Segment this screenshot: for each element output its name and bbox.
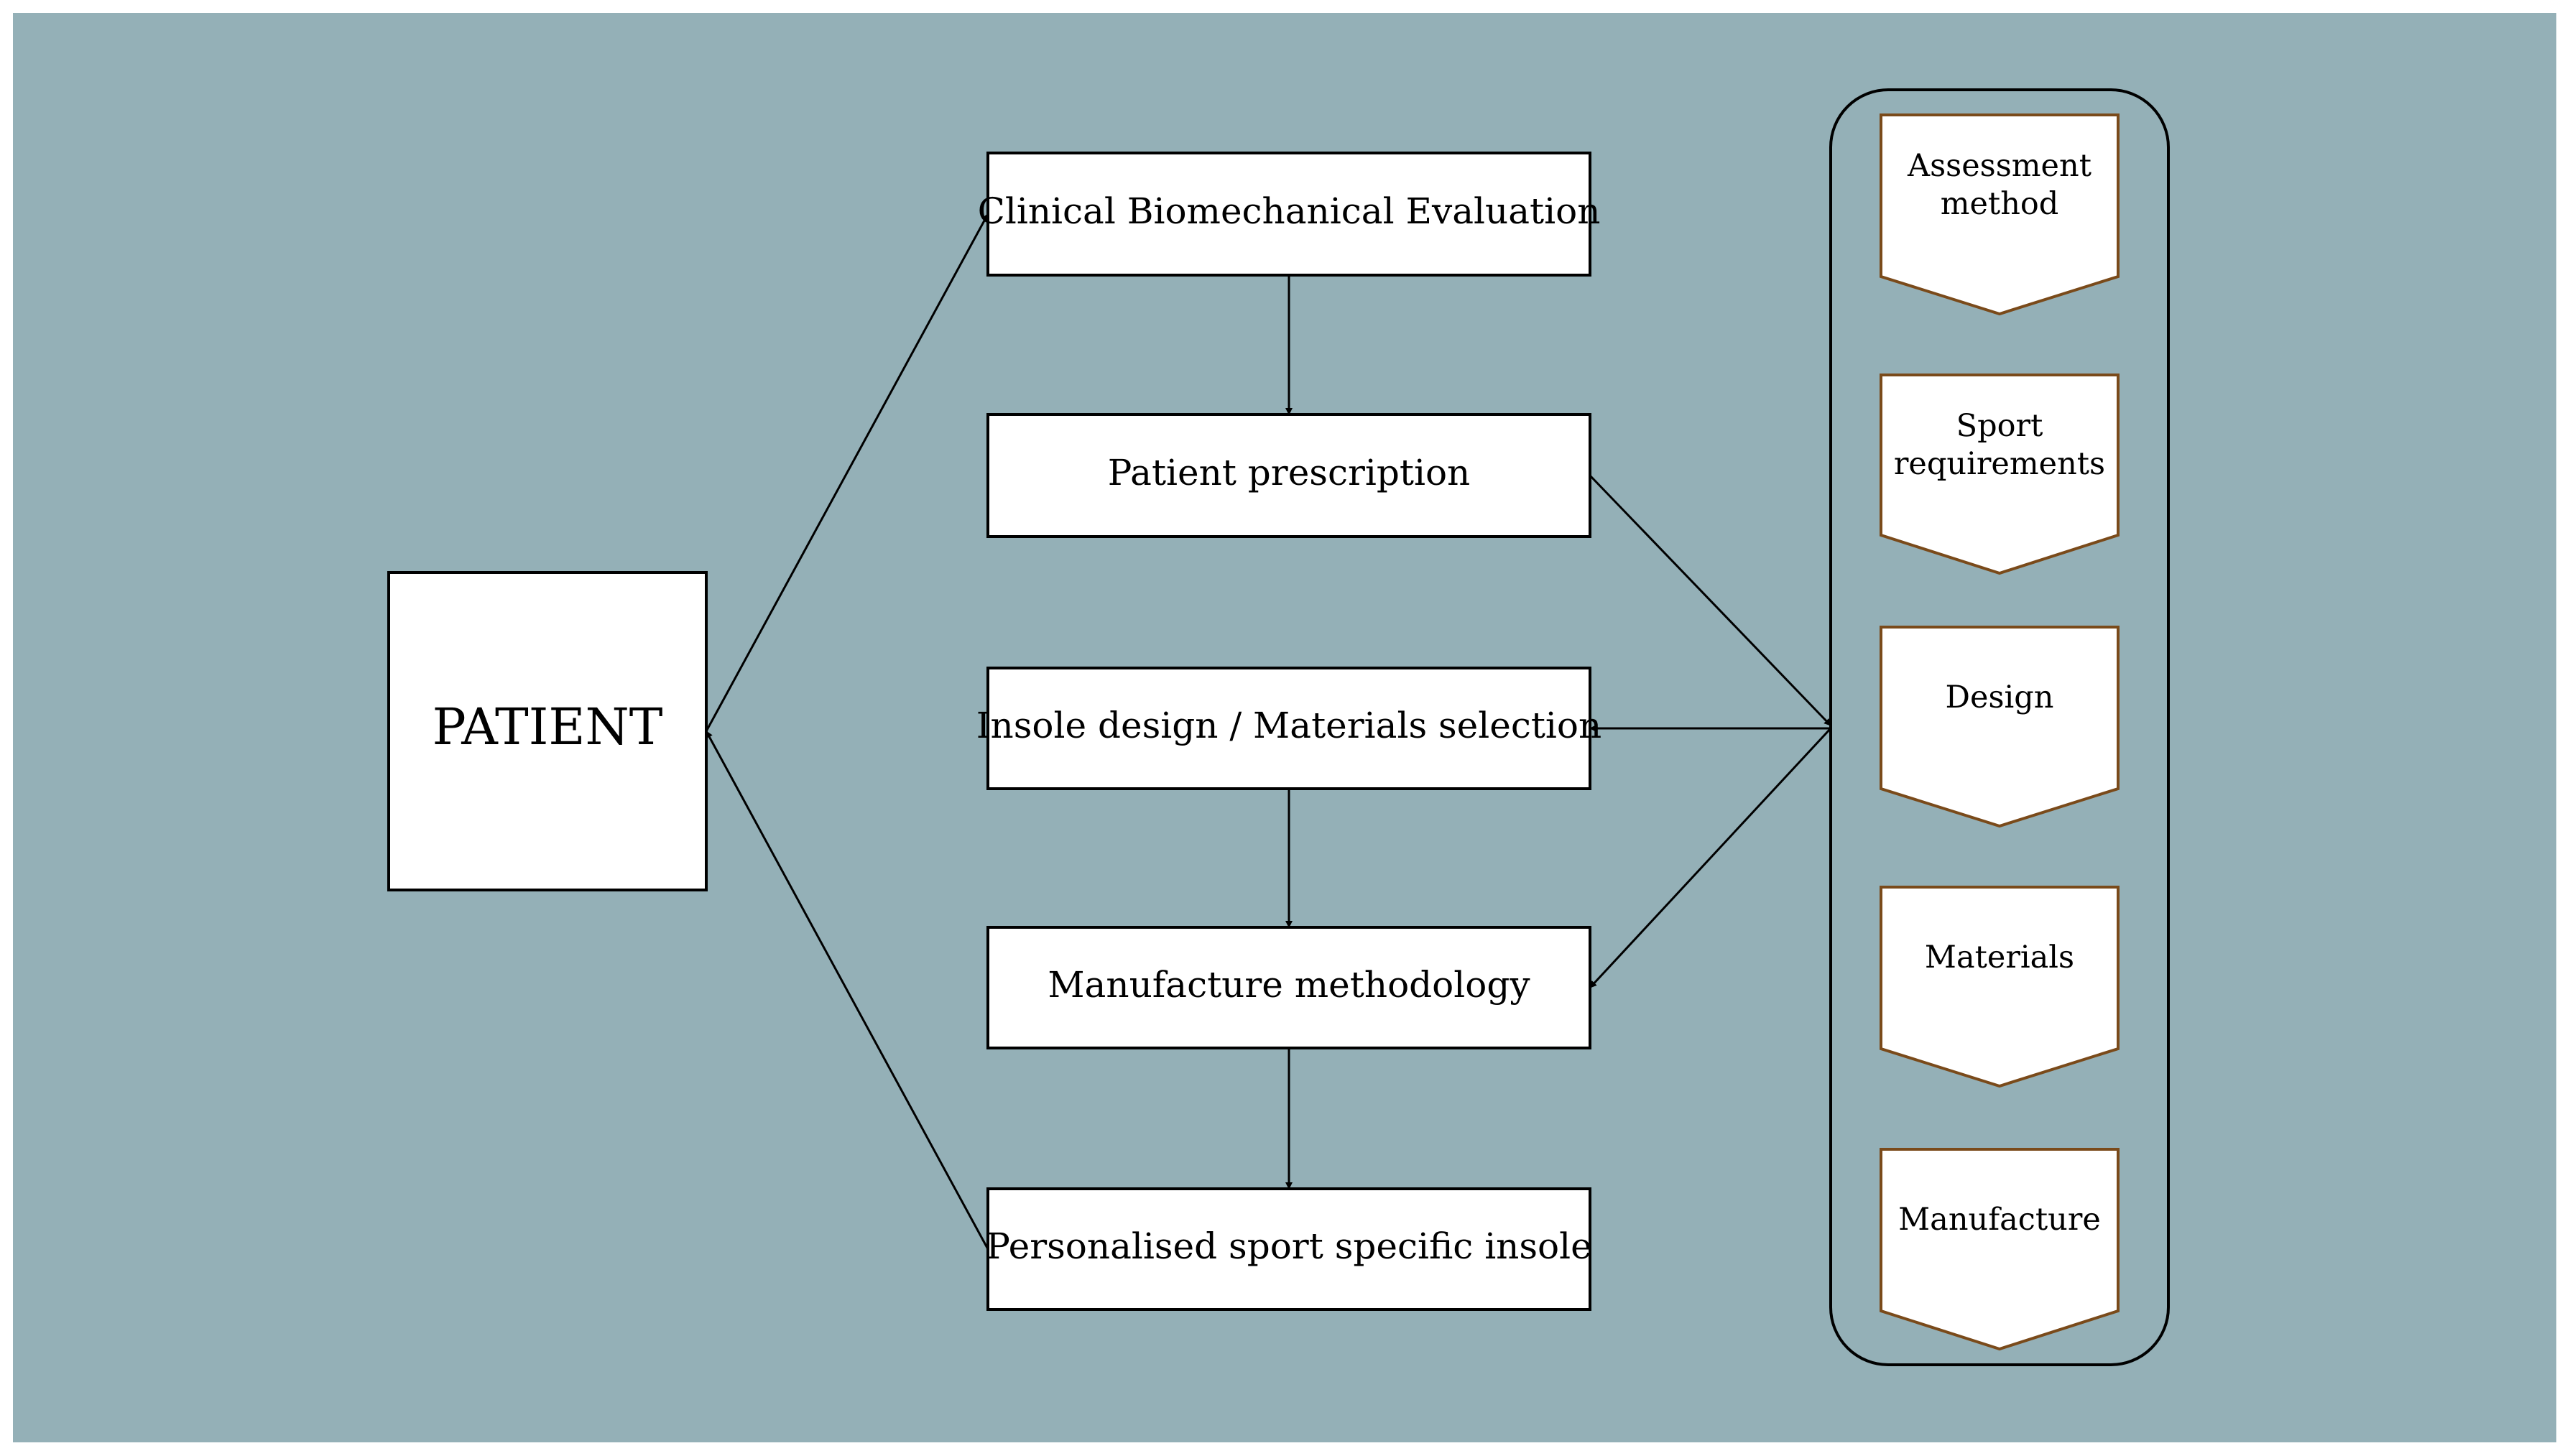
chevron-label: requirements (1894, 446, 2105, 482)
chevron-materials: Materials (1880, 886, 2120, 1088)
patient-label: PATIENT (433, 697, 663, 756)
process-steps: Clinical Biomechanical Evaluation Patien… (976, 152, 1601, 1311)
chevron-shape (1880, 113, 2120, 316)
chevron-label: method (1941, 186, 2059, 222)
chevron-assessment-method: Assessment method (1880, 113, 2120, 316)
chevron-design: Design (1880, 626, 2120, 828)
step-label: Patient prescription (1108, 452, 1471, 493)
step-label: Insole design / Materials selection (976, 705, 1601, 746)
arrow-patient-to-clinical (705, 213, 989, 732)
chevron-shape (1880, 626, 2120, 828)
chevron-label: Manufacture (1898, 1202, 2101, 1238)
chevron-shape (1880, 374, 2120, 575)
step-personalised-insole: Personalised sport specific insole (986, 1187, 1592, 1311)
step-patient-prescription: Patient prescription (986, 413, 1591, 538)
chevron-shape (1880, 886, 2120, 1088)
chevron-label: Materials (1925, 940, 2074, 975)
patient-node: PATIENT (387, 571, 708, 891)
chevron-label: Design (1946, 680, 2054, 715)
connectors (705, 213, 1832, 1250)
chevron-label: Sport (1956, 408, 2043, 444)
arrow-prescription-to-panel (1589, 474, 1832, 727)
step-label: Personalised sport specific insole (986, 1225, 1591, 1267)
chevron-shape (1880, 1148, 2120, 1351)
step-box (986, 1187, 1591, 1311)
chevron-manufacture: Manufacture (1880, 1148, 2120, 1351)
step-label: Clinical Biomechanical Evaluation (978, 190, 1601, 232)
step-manufacture-methodology: Manufacture methodology (986, 926, 1591, 1049)
arrow-insole-to-patient (705, 731, 989, 1250)
step-insole-design: Insole design / Materials selection (976, 667, 1601, 790)
step-clinical-evaluation: Clinical Biomechanical Evaluation (978, 152, 1601, 277)
chevron-label: Assessment (1907, 148, 2091, 184)
requirements-panel: Assessment method Sport requirements Des… (1829, 88, 2170, 1366)
step-label: Manufacture methodology (1048, 964, 1530, 1006)
patient-box (387, 571, 708, 891)
arrow-panel-to-manufacture (1589, 727, 1832, 989)
chevron-sport-requirements: Sport requirements (1880, 374, 2120, 575)
step-box (986, 152, 1591, 277)
